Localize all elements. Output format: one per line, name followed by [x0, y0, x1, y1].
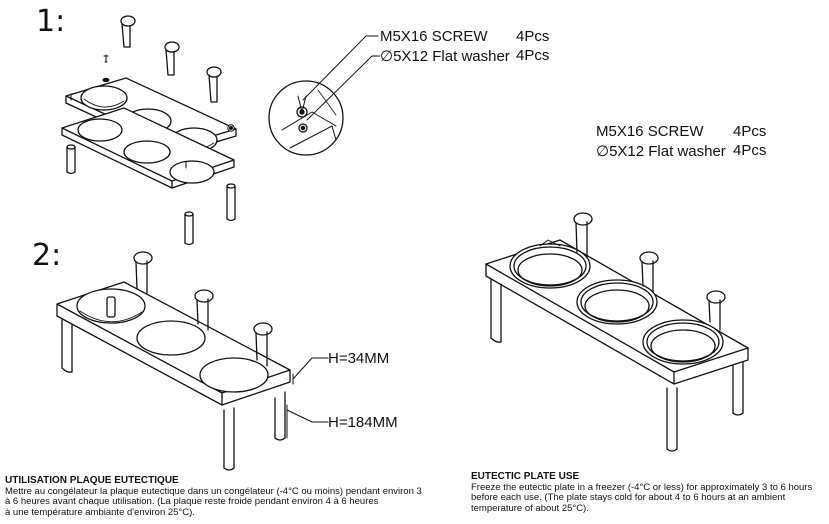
- legs: [66, 144, 236, 246]
- screws: [70, 54, 235, 169]
- note-french-title: UTILISATION PLAQUE EUTECTIQUE: [5, 475, 179, 486]
- callout-washer-name: ∅5X12 Flat washer: [380, 48, 510, 65]
- list-screw-qty: 4Pcs: [733, 123, 767, 140]
- note-english-line: temperature of about 25°C).: [471, 502, 589, 514]
- detail-magnifier: [268, 35, 381, 156]
- note-french-line: Mettre au congélateur la plaque eutectiq…: [5, 485, 422, 497]
- note-english-title: EUTECTIC PLATE USE: [471, 471, 580, 482]
- list-washer-qty: 4Pcs: [733, 142, 767, 159]
- dimension-top-height: H=34MM: [328, 350, 390, 367]
- step-2-label: 2:: [32, 238, 62, 273]
- lower-plate: [61, 107, 235, 189]
- note-english-line: Freeze the eutectic plate in a freezer (…: [471, 481, 813, 493]
- callout-screw-name: M5X16 SCREW: [380, 28, 488, 45]
- callout-screw-qty: 4Pcs: [516, 28, 550, 45]
- eutectic-plates: [509, 239, 724, 365]
- assembled-with-plates: [485, 212, 749, 452]
- assembled-empty: [56, 251, 329, 471]
- note-french-line: à 6 heures avant chaque utilisation. (La…: [5, 496, 379, 507]
- callout-washer-qty: 4Pcs: [516, 47, 550, 64]
- list-screw-name: M5X16 SCREW: [596, 123, 704, 140]
- handle-tabs: [120, 15, 222, 103]
- step-1-label: 1:: [36, 4, 66, 39]
- dimension-total-height: H=184MM: [328, 414, 398, 431]
- note-french-line: à une température ambiante d'environ 25°…: [5, 506, 195, 518]
- note-french: UTILISATION PLAQUE EUTECTIQUE Mettre au …: [5, 475, 445, 518]
- note-english-line: before each use. (The plate stays cold f…: [471, 492, 786, 503]
- list-washer-name: ∅5X12 Flat washer: [596, 143, 726, 160]
- note-english: EUTECTIC PLATE USE Freeze the eutectic p…: [471, 471, 826, 514]
- exploded-view: [61, 15, 237, 246]
